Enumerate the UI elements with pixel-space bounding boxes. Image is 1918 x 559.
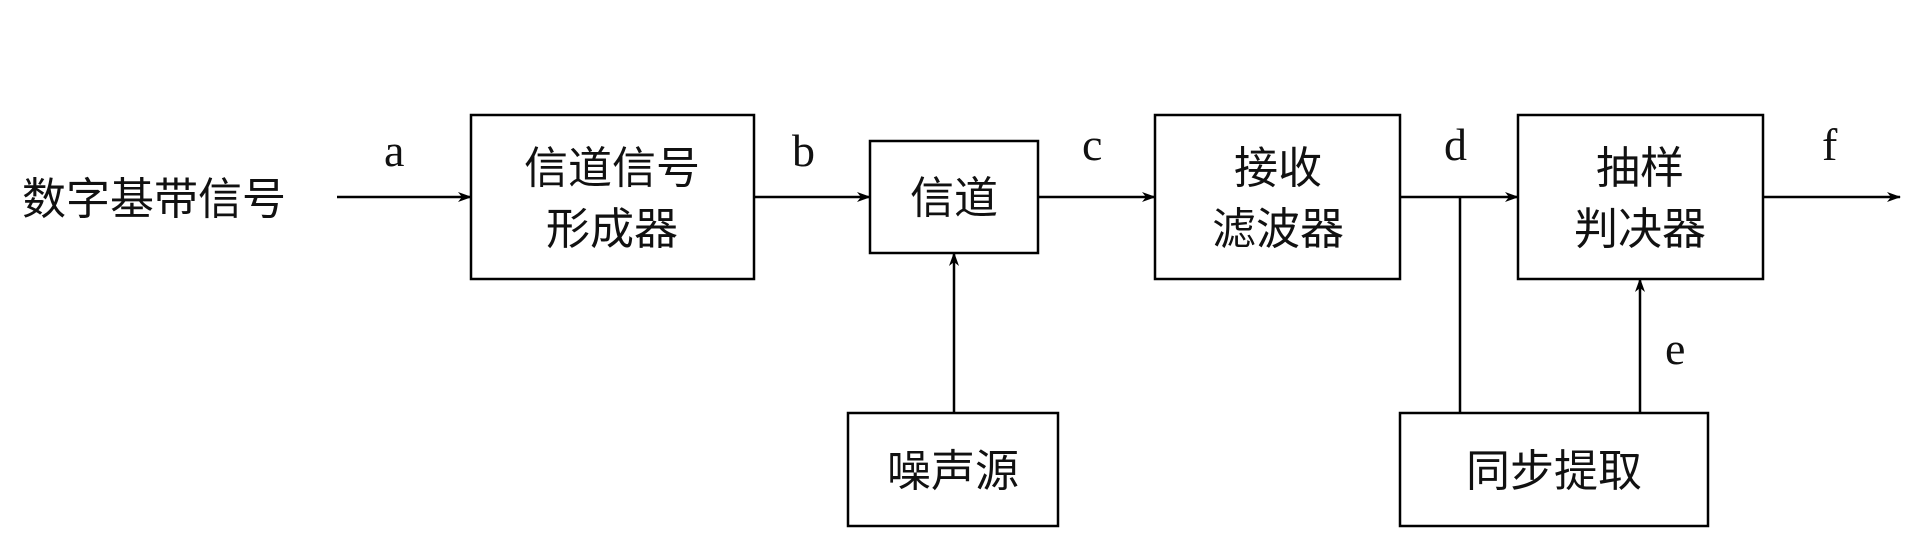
block-noise-source [846, 411, 1060, 528]
block-noise-source-label: 噪声源 [887, 446, 1019, 497]
block-channel-label: 信道 [910, 173, 998, 224]
block-sample-decider [1516, 113, 1765, 281]
signal-label-c: c [1082, 119, 1102, 170]
signal-label-d: d [1444, 119, 1467, 170]
signal-label-b: b [792, 125, 815, 176]
block-channel-signal-former [469, 113, 756, 281]
block-sample-decider-line1: 抽样 [1596, 143, 1684, 194]
block-receive-filter-line1: 接收 [1234, 143, 1322, 194]
block-sync-extract [1398, 411, 1710, 528]
input-label: 数字基带信号 [22, 174, 286, 225]
block-receive-filter-line2: 滤波器 [1212, 204, 1344, 255]
block-sample-decider-line2: 判决器 [1574, 204, 1706, 255]
signal-label-e: e [1665, 323, 1685, 374]
block-receive-filter [1153, 113, 1402, 281]
block-channel-signal-former-line2: 形成器 [546, 204, 678, 255]
block-sync-extract-label: 同步提取 [1466, 446, 1642, 497]
signal-label-a: a [384, 125, 404, 176]
signal-label-f: f [1822, 119, 1838, 170]
block-channel [868, 139, 1040, 255]
block-channel-signal-former-line1: 信道信号 [524, 143, 700, 194]
